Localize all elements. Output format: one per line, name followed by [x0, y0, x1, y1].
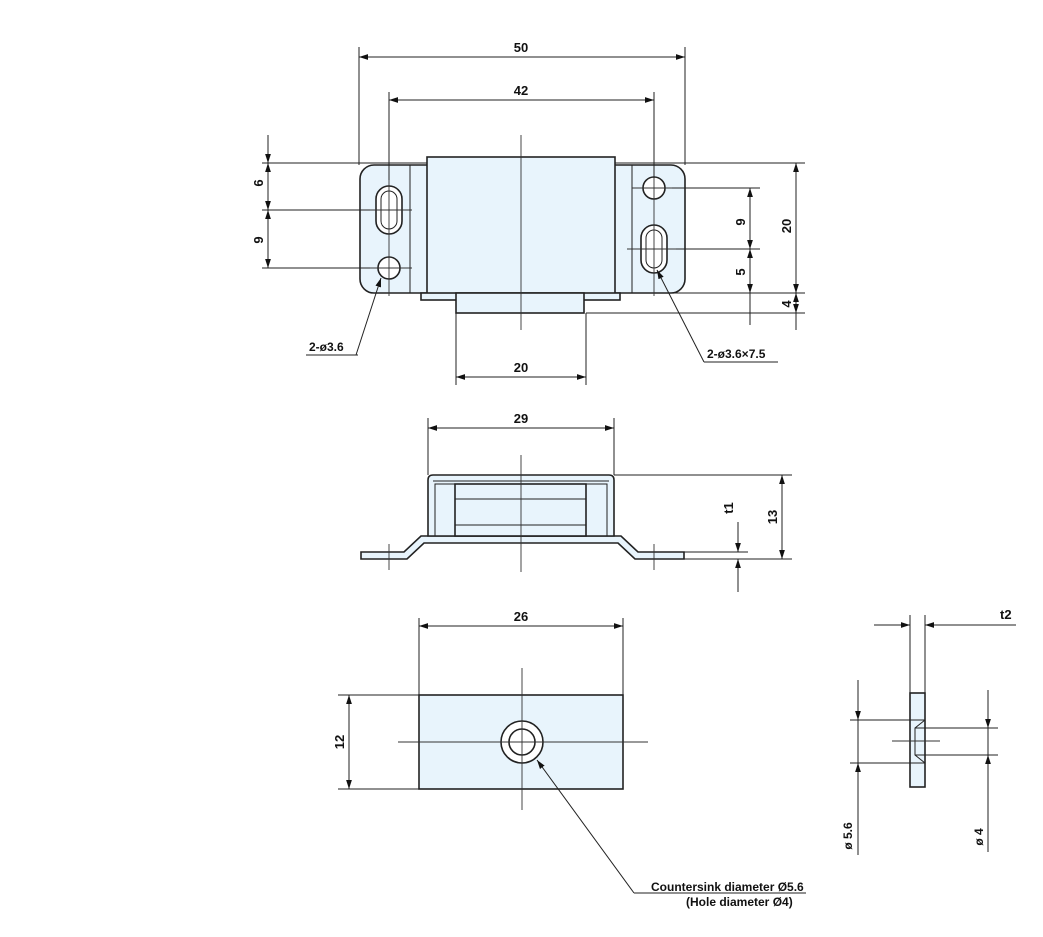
dim-hole-pitch: 42: [514, 83, 528, 98]
dim-left-upper: 6: [251, 179, 266, 186]
callout-hole: (Hole diameter Ø4): [686, 895, 793, 909]
dim-hole-dia: ø 4: [972, 828, 986, 846]
dim-plate-height: 12: [332, 735, 347, 749]
strike-plate-side: [909, 692, 926, 788]
dim-thickness-t2: t2: [1000, 607, 1012, 622]
dim-left-lower: 9: [251, 236, 266, 243]
callout-countersink: Countersink diameter Ø5.6: [651, 880, 804, 894]
plate-view: 26 12 Countersink diameter Ø5.6 (Hole di…: [332, 609, 806, 909]
dim-thickness-t1: t1: [721, 502, 736, 514]
dim-height: 13: [765, 510, 780, 524]
dim-right-20: 20: [779, 219, 794, 233]
dim-right-4: 4: [779, 300, 794, 308]
dim-overall-width: 50: [514, 40, 528, 55]
magnet-core: [454, 483, 587, 537]
dim-magnet-width: 20: [514, 360, 528, 375]
side-view: t2 ø 5.6 ø 4: [841, 607, 1016, 855]
dim-body-width: 29: [514, 411, 528, 426]
front-view: 29 13 t1: [360, 411, 792, 592]
callout-round-holes: 2-ø3.6: [309, 340, 344, 354]
magnet-face: [455, 292, 585, 314]
dim-right-5: 5: [733, 268, 748, 275]
top-view: 50 42 20 6 9 9 5 20 4 2-ø3.6 2-ø3.6×7.5: [251, 40, 805, 385]
dim-countersink-dia: ø 5.6: [841, 822, 855, 850]
dim-plate-width: 26: [514, 609, 528, 624]
callout-slots: 2-ø3.6×7.5: [707, 347, 766, 361]
dim-right-9: 9: [733, 218, 748, 225]
